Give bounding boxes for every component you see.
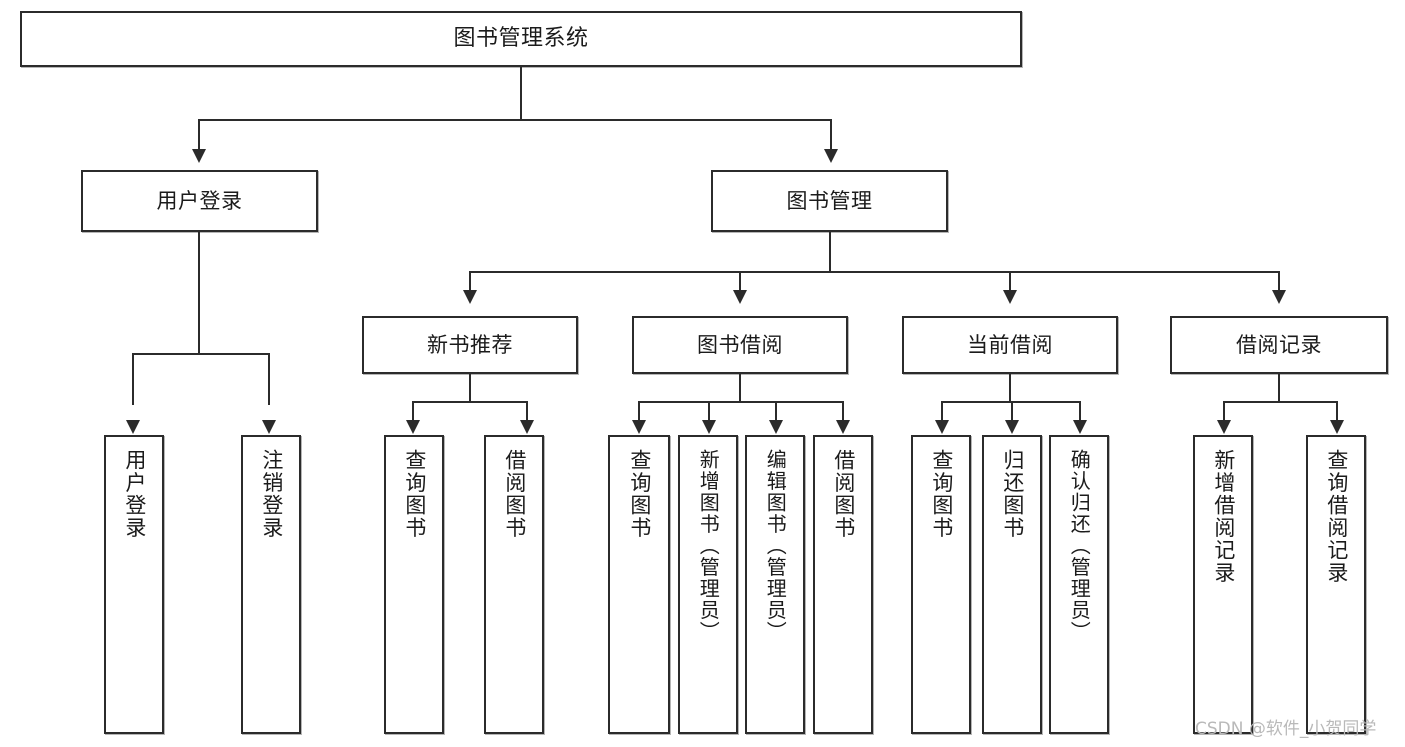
node-root-system[interactable]: 图书管理系统 [20, 11, 1022, 67]
connector-bb-to-leaf-1 [638, 401, 640, 421]
node-leaf-query-book-3[interactable]: 查询图书 [911, 435, 971, 734]
node-label: 注销登录 [259, 449, 284, 539]
node-leaf-query-book-1[interactable]: 查询图书 [384, 435, 444, 734]
connector-root-bus [198, 119, 832, 121]
arrowhead-leaf-confirm-return [1073, 420, 1087, 434]
connector-book-borrow-bus [638, 401, 844, 403]
connector-bb-to-leaf-3 [775, 401, 777, 421]
arrowhead-leaf-query-book-1 [406, 420, 420, 434]
arrowhead-leaf-return-book [1005, 420, 1019, 434]
arrowhead-leaf-user-login [126, 420, 140, 434]
connector-root-stem [520, 67, 522, 119]
node-label: 图书管理 [786, 188, 873, 213]
node-leaf-borrow-book-2[interactable]: 借阅图书 [813, 435, 873, 734]
node-label: 用户登录 [122, 449, 147, 539]
node-book-management[interactable]: 图书管理 [711, 170, 948, 232]
connector-cb-to-leaf-3 [1079, 401, 1081, 421]
arrowhead-borrow-record [1272, 290, 1286, 304]
arrowhead-current-borrow [1003, 290, 1017, 304]
connector-book-management-bus [469, 271, 1279, 273]
connector-bm-to-borrow-record [1278, 271, 1280, 293]
connector-new-book-to-leaf-1 [412, 401, 414, 421]
arrowhead-leaf-logout [262, 420, 276, 434]
connector-br-to-leaf-1 [1223, 401, 1225, 421]
node-label: 归还图书 [1000, 449, 1025, 539]
node-label: 新书推荐 [427, 332, 513, 357]
connector-bm-to-book-borrow [739, 271, 741, 293]
node-label: 查询图书 [627, 449, 652, 539]
node-leaf-logout[interactable]: 注销登录 [241, 435, 301, 734]
node-user-login[interactable]: 用户登录 [81, 170, 318, 232]
arrowhead-leaf-borrow-book-2 [836, 420, 850, 434]
node-leaf-query-record[interactable]: 查询借阅记录 [1306, 435, 1366, 734]
connector-current-borrow-stem [1009, 374, 1011, 401]
connector-bm-to-current-borrow [1009, 271, 1011, 293]
node-label: 编辑图书（管理员） [763, 449, 788, 643]
node-label: 图书借阅 [697, 332, 783, 357]
node-book-borrow[interactable]: 图书借阅 [632, 316, 848, 374]
connector-user-login-bus [132, 353, 270, 355]
connector-cb-to-leaf-1 [941, 401, 943, 421]
connector-new-book-to-leaf-2 [526, 401, 528, 421]
connector-book-management-stem [829, 232, 831, 271]
connector-book-borrow-stem [739, 374, 741, 401]
connector-user-login-stem [198, 232, 200, 353]
arrowhead-user-login [192, 149, 206, 163]
node-label: 借阅图书 [831, 449, 856, 539]
node-leaf-add-record[interactable]: 新增借阅记录 [1193, 435, 1253, 734]
node-leaf-query-book-2[interactable]: 查询图书 [608, 435, 670, 734]
csdn-watermark: CSDN @软件_小贺同学 [1195, 719, 1377, 739]
node-label: 借阅图书 [502, 449, 527, 539]
connector-new-book-stem [469, 374, 471, 401]
node-new-book-recommend[interactable]: 新书推荐 [362, 316, 578, 374]
node-label: 新增借阅记录 [1211, 449, 1236, 584]
node-label: 确认归还（管理员） [1067, 449, 1092, 643]
arrowhead-leaf-edit-book [769, 420, 783, 434]
node-leaf-edit-book[interactable]: 编辑图书（管理员） [745, 435, 805, 734]
connector-cb-to-leaf-2 [1011, 401, 1013, 421]
node-label: 查询图书 [929, 449, 954, 539]
arrowhead-new-book-recommend [463, 290, 477, 304]
node-leaf-confirm-return[interactable]: 确认归还（管理员） [1049, 435, 1109, 734]
connector-bm-to-new-book [469, 271, 471, 293]
connector-br-to-leaf-2 [1336, 401, 1338, 421]
arrowhead-book-management [824, 149, 838, 163]
connector-root-to-user-login [198, 119, 200, 151]
connector-new-book-bus [412, 401, 528, 403]
node-current-borrow[interactable]: 当前借阅 [902, 316, 1118, 374]
connector-borrow-record-bus [1223, 401, 1338, 403]
arrowhead-book-borrow [733, 290, 747, 304]
connector-user-login-to-leaf-2 [268, 353, 270, 405]
node-label: 新增图书（管理员） [696, 449, 721, 643]
connector-bb-to-leaf-2 [708, 401, 710, 421]
connector-borrow-record-stem [1278, 374, 1280, 401]
arrowhead-leaf-query-record [1330, 420, 1344, 434]
arrowhead-leaf-query-book-3 [935, 420, 949, 434]
node-leaf-add-book[interactable]: 新增图书（管理员） [678, 435, 738, 734]
arrowhead-leaf-query-book-2 [632, 420, 646, 434]
node-label: 图书管理系统 [453, 26, 589, 52]
connector-user-login-to-leaf-1 [132, 353, 134, 405]
node-label: 查询借阅记录 [1324, 449, 1349, 584]
node-label: 查询图书 [402, 449, 427, 539]
node-leaf-user-login[interactable]: 用户登录 [104, 435, 164, 734]
node-label: 借阅记录 [1236, 332, 1322, 357]
arrowhead-leaf-add-book [702, 420, 716, 434]
node-borrow-record[interactable]: 借阅记录 [1170, 316, 1388, 374]
connector-root-to-book-management [830, 119, 832, 151]
arrowhead-leaf-borrow-book-1 [520, 420, 534, 434]
node-leaf-borrow-book-1[interactable]: 借阅图书 [484, 435, 544, 734]
arrowhead-leaf-add-record [1217, 420, 1231, 434]
connector-bb-to-leaf-4 [842, 401, 844, 421]
node-label: 当前借阅 [967, 332, 1053, 357]
node-label: 用户登录 [156, 188, 243, 213]
node-leaf-return-book[interactable]: 归还图书 [982, 435, 1042, 734]
